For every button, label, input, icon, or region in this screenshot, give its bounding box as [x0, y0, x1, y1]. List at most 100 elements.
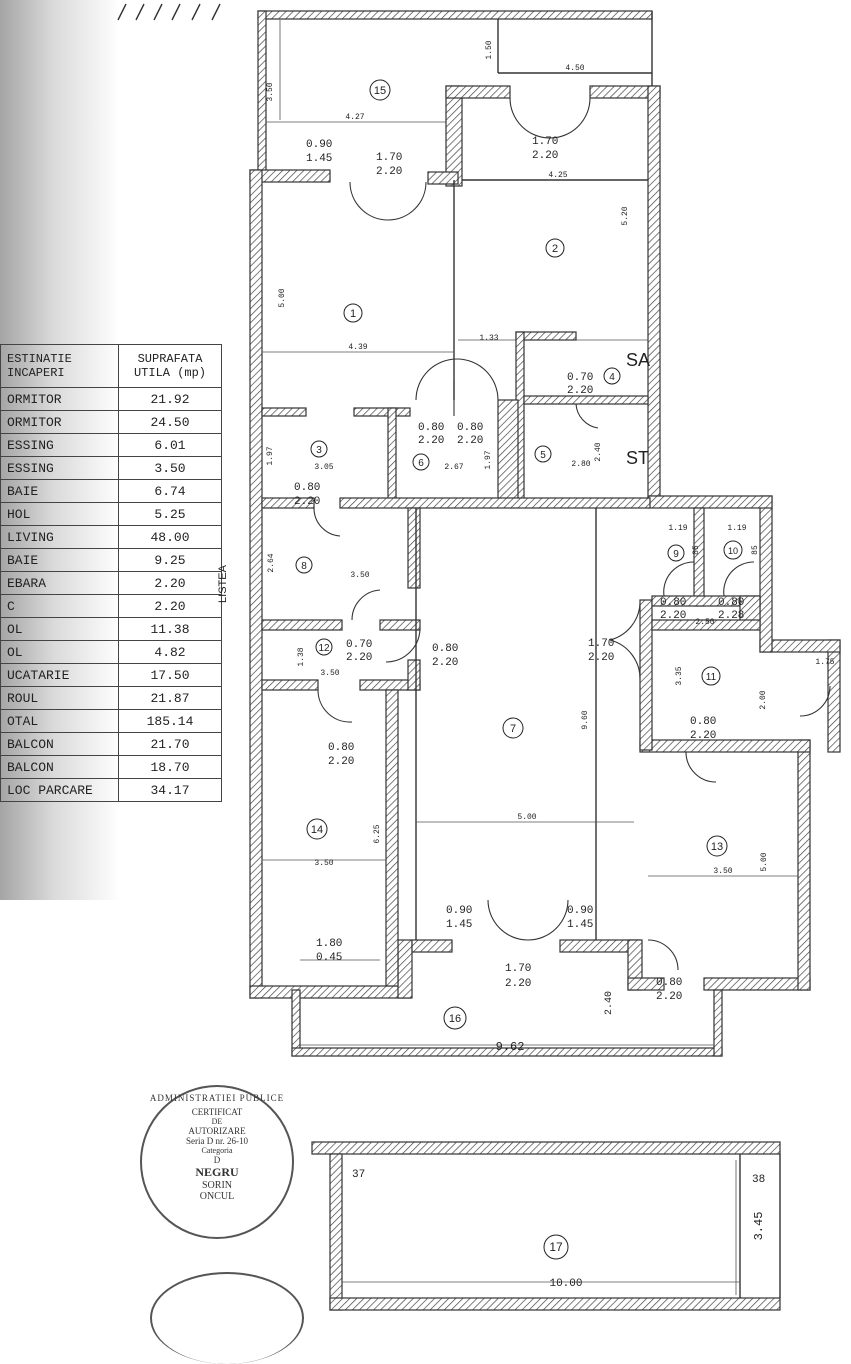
svg-text:2.20: 2.20	[505, 978, 531, 990]
header-area-line1: SUPRAFATA	[137, 352, 203, 366]
svg-text:2.20: 2.20	[690, 730, 716, 742]
svg-text:2.20: 2.20	[588, 652, 614, 664]
svg-text:1.45: 1.45	[306, 153, 332, 165]
area-table: ESTINATIE INCAPERI SUPRAFATA UTILA (mp) …	[0, 344, 222, 802]
svg-text:2.20: 2.20	[294, 496, 320, 508]
dim-2-height: 5.20	[621, 206, 630, 225]
balcony-15-outline	[257, 10, 653, 172]
dim-10-height: 85	[751, 545, 760, 555]
dim-9-10: 2.50	[695, 618, 714, 627]
dim-14-width: 3.50	[314, 859, 333, 868]
room-12: 12	[318, 643, 330, 654]
room-destination: C	[0, 594, 119, 618]
svg-text:0.80: 0.80	[294, 482, 320, 494]
opening-9: 0.802.20	[660, 597, 686, 622]
header-destination-line2: INCAPERI	[7, 366, 65, 380]
mark-st: ST	[626, 448, 649, 468]
room-destination: OL	[0, 640, 119, 664]
svg-text:2.20: 2.20	[418, 435, 444, 447]
dim-3-height: 1.97	[266, 446, 275, 465]
svg-text:2.20: 2.20	[432, 657, 458, 669]
room-5: 5	[540, 450, 546, 461]
svg-text:0.80: 0.80	[457, 422, 483, 434]
opening-16a: 0.901.45	[446, 905, 472, 931]
parking-17-outline	[311, 1141, 781, 1311]
svg-text:0.80: 0.80	[432, 643, 458, 655]
svg-text:0.90: 0.90	[567, 905, 593, 917]
svg-text:0.80: 0.80	[656, 977, 682, 989]
svg-text:0.45: 0.45	[316, 952, 342, 964]
dim-3-width: 3.05	[314, 463, 333, 472]
room-destination: ESSING	[0, 433, 119, 457]
room-destination: ESSING	[0, 456, 119, 480]
dim-11-height: 3.35	[675, 666, 684, 685]
stamp-line-8: SORIN	[201, 1180, 232, 1191]
header-area: SUPRAFATA UTILA (mp)	[118, 344, 222, 388]
room-15: 15	[374, 85, 386, 97]
dim-8-width: 3.50	[350, 571, 369, 580]
dim-7-width: 5.00	[517, 813, 536, 822]
svg-text:2.20: 2.20	[532, 150, 558, 162]
svg-text:2.20: 2.20	[567, 385, 593, 397]
mark-side: LISTEA	[217, 564, 229, 603]
opening-7b: 1.70 2.20	[588, 638, 614, 664]
dim-17-width: 10.00	[549, 1278, 582, 1290]
room-13: 13	[711, 841, 723, 853]
header-destination-line1: ESTINATIE	[7, 352, 72, 366]
opening-12: 0.702.20	[346, 639, 372, 664]
svg-text:1.70: 1.70	[532, 136, 558, 148]
authorization-stamp: ADMINISTRATIEI PUBLICE CERTIFICAT DE AUT…	[140, 1085, 294, 1239]
dim-11-width: 1.75	[815, 658, 834, 667]
opening-7a: 0.80 2.20	[432, 643, 458, 669]
opening-14-window: 1.800.45	[316, 938, 342, 964]
stamp-line-5: Categoria	[201, 1146, 233, 1155]
dim-1-width: 4.39	[348, 343, 367, 352]
svg-text:2.28: 2.28	[718, 610, 744, 622]
svg-text:0.90: 0.90	[306, 139, 332, 151]
svg-text:0.90: 0.90	[446, 905, 472, 917]
opening-4: 0.702.20	[567, 372, 593, 397]
room-area: 185.14	[118, 709, 222, 733]
room-area: 21.87	[118, 686, 222, 710]
svg-text:2.20: 2.20	[346, 652, 372, 664]
room-area: 6.01	[118, 433, 222, 457]
svg-text:0.80: 0.80	[660, 597, 686, 609]
svg-text:0.80: 0.80	[690, 716, 716, 728]
dimension-lines	[279, 20, 740, 1295]
dimension-labels: 3.50 1.50 4.50 4.27 4.25 5.20 5.00 4.39 …	[266, 40, 835, 1290]
room-destination: LOC PARCARE	[0, 778, 119, 802]
dim-5-height: 2.40	[594, 442, 603, 461]
corner-hatch-marks	[117, 3, 221, 21]
opening-6b: 0.802.20	[457, 422, 483, 447]
table-header-row: ESTINATIE INCAPERI SUPRAFATA UTILA (mp)	[0, 344, 222, 388]
svg-text:2.20: 2.20	[328, 756, 354, 768]
room-area: 48.00	[118, 525, 222, 549]
dim-8-height: 2.64	[267, 553, 276, 572]
room-area: 5.25	[118, 502, 222, 526]
opening-14: 0.802.20	[328, 742, 354, 768]
stamp-line-4: Seria D nr. 26-10	[186, 1136, 248, 1146]
svg-text:1.70: 1.70	[376, 152, 402, 164]
dim-1-width2: 1.33	[479, 334, 498, 343]
balcony-16-outline	[291, 989, 723, 1057]
room-17: 17	[549, 1240, 563, 1254]
dim-15-height: 3.50	[266, 82, 275, 101]
room-16: 16	[449, 1013, 461, 1025]
opening-3: 0.80 2.20	[294, 482, 320, 508]
opening-15b: 1.702.20	[376, 152, 402, 178]
opening-2: 1.70 2.20	[532, 136, 558, 162]
room-7: 7	[510, 723, 516, 735]
dim-16-height: 2.40	[604, 991, 615, 1015]
svg-text:1.70: 1.70	[588, 638, 614, 650]
opening-16c: 1.702.20	[505, 963, 531, 990]
dim-12-width: 3.50	[320, 669, 339, 678]
room-area: 17.50	[118, 663, 222, 687]
